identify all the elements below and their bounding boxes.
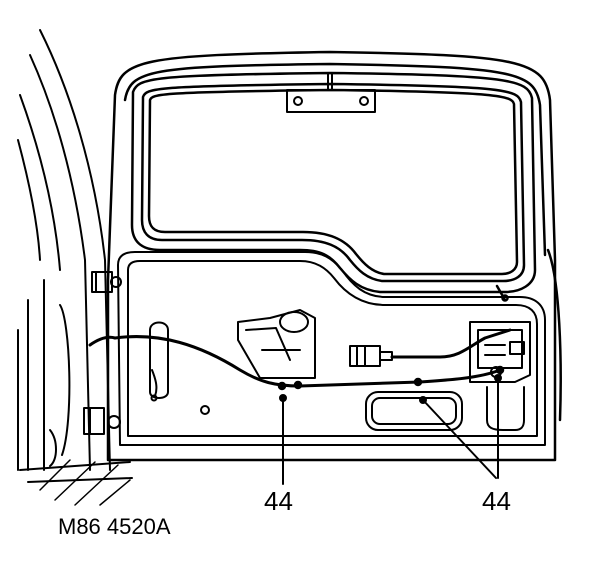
inner-trim-panel — [117, 251, 546, 446]
connector-plug — [349, 345, 393, 367]
rear-window — [130, 71, 537, 302]
wiper-mount-bracket — [286, 73, 376, 113]
callout-left: 44 — [264, 486, 293, 516]
left-access-slot — [149, 321, 169, 402]
cable-harness — [88, 328, 512, 388]
vehicle-body-frame — [17, 29, 133, 483]
handle-recess — [365, 391, 463, 431]
lower-hinge — [83, 407, 105, 435]
tailgate-outer-shell — [106, 50, 562, 462]
callout-right: 44 — [482, 486, 511, 516]
right-lower-cutout — [486, 386, 525, 431]
cable-clips — [277, 365, 505, 391]
reference-code: M86 4520A — [58, 514, 171, 539]
release-handle-mechanism — [237, 309, 316, 379]
body-shading — [39, 459, 131, 506]
leader-lines — [279, 374, 502, 485]
fixing-holes — [107, 276, 210, 429]
